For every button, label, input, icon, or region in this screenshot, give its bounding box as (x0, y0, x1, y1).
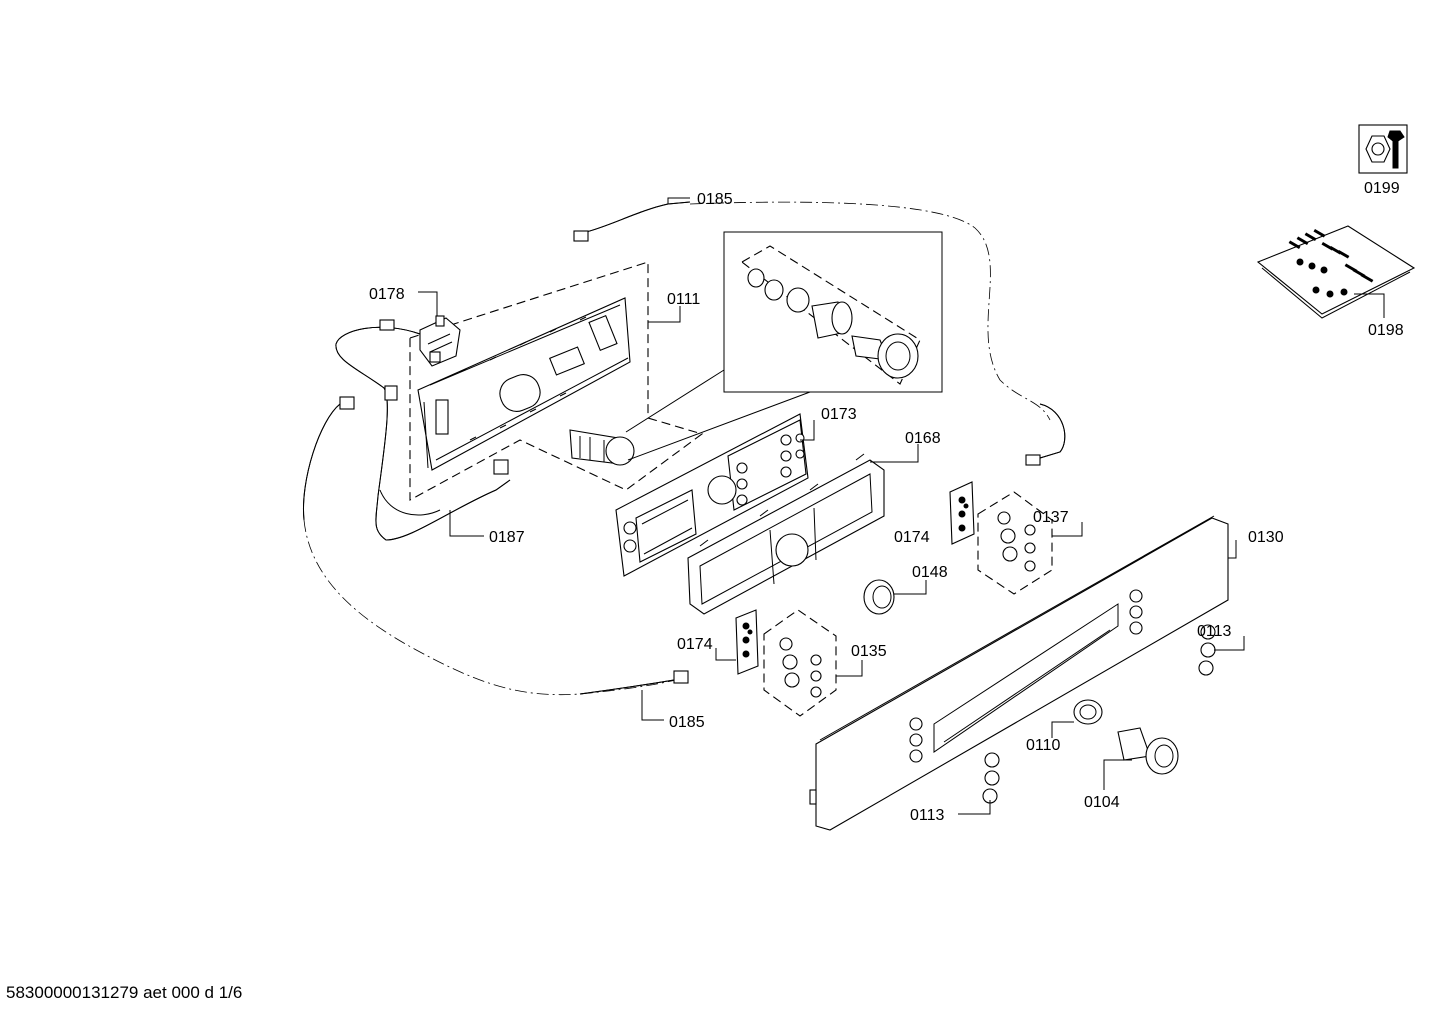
small-board-0174-b (735, 609, 759, 675)
label-0110: 0110 (1026, 737, 1061, 754)
document-id: 58300000131279 aet 000 d 1/6 (6, 983, 242, 1002)
label-0199: 0199 (1364, 180, 1400, 197)
label-0148: 0148 (912, 564, 948, 581)
label-0168: 0168 (905, 430, 941, 447)
knob-0104 (1117, 727, 1179, 775)
knob-ring-0110 (1073, 699, 1103, 725)
buttons-0113-a (1198, 624, 1216, 676)
display-frame-0168 (687, 453, 885, 615)
label-0113-a: 0113 (1197, 623, 1232, 640)
rotary-encoder (569, 429, 635, 466)
encoder-detail-inset (625, 231, 943, 461)
label-0178: 0178 (369, 286, 405, 303)
label-0130: 0130 (1248, 529, 1284, 546)
label-0173: 0173 (821, 406, 857, 423)
screw-bag-icon (1256, 225, 1416, 319)
label-0198: 0198 (1368, 322, 1404, 339)
wrench-nut-icon (1358, 124, 1408, 174)
label-0104: 0104 (1084, 794, 1120, 811)
switch-0178 (419, 315, 461, 367)
control-module-group-0111 (409, 261, 704, 501)
label-0174-b: 0174 (677, 636, 713, 653)
label-0185-top: 0185 (697, 191, 733, 208)
front-panel-0130 (809, 515, 1229, 831)
buttons-0113-b (982, 752, 1000, 804)
label-0137: 0137 (1033, 509, 1069, 526)
cable-0185-top (573, 201, 1066, 466)
label-0111: 0111 (667, 291, 700, 308)
cable-0185-bottom (302, 396, 689, 696)
control-board-0173 (615, 413, 809, 577)
label-0174-a: 0174 (894, 529, 930, 546)
label-0187: 0187 (489, 529, 525, 546)
label-0185-bottom: 0185 (669, 714, 705, 731)
wire-harness-0187 (335, 319, 511, 541)
label-0135: 0135 (851, 643, 887, 660)
button-group-0135 (763, 609, 837, 717)
button-group-0137 (977, 491, 1053, 595)
label-0113-b: 0113 (910, 807, 945, 824)
small-board-0174-a (949, 481, 975, 545)
ring-0148 (863, 579, 895, 615)
